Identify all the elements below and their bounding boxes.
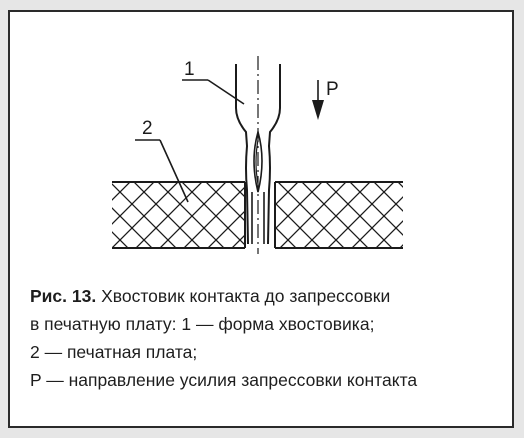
callout-2: 2 — [135, 118, 189, 203]
force-arrowhead-icon — [312, 100, 324, 120]
caption-line-3: 2 — печатная плата; — [30, 342, 198, 362]
caption-line-4: P — направление усилия запрессовки конта… — [30, 370, 418, 390]
tail-outline-right — [267, 64, 281, 245]
figure-number: Рис. 13. — [30, 286, 97, 306]
callout-1: 1 — [182, 59, 245, 105]
callout-1-leader — [207, 79, 245, 105]
callout-2-leader — [159, 139, 189, 203]
board-left-section — [112, 182, 245, 248]
callout-2-label: 2 — [142, 118, 153, 139]
contact-tail — [235, 56, 281, 254]
force-label: P — [326, 79, 339, 100]
figure-frame — [8, 10, 514, 428]
figure-caption: Рис. 13. Хвостовик контакта до запрессов… — [30, 282, 500, 394]
caption-line-2: в печатную плату: 1 — форма хвостовика; — [30, 314, 375, 334]
caption-title: Хвостовик контакта до запрессовки — [101, 286, 391, 306]
printed-circuit-board — [112, 181, 403, 249]
caption-line-1: Рис. 13. Хвостовик контакта до запрессов… — [30, 282, 500, 310]
force-arrow: P — [312, 79, 339, 120]
compliant-eye — [253, 129, 263, 193]
callout-1-label: 1 — [184, 59, 195, 80]
tail-outline-left — [235, 64, 249, 245]
board-right-section — [275, 182, 403, 248]
